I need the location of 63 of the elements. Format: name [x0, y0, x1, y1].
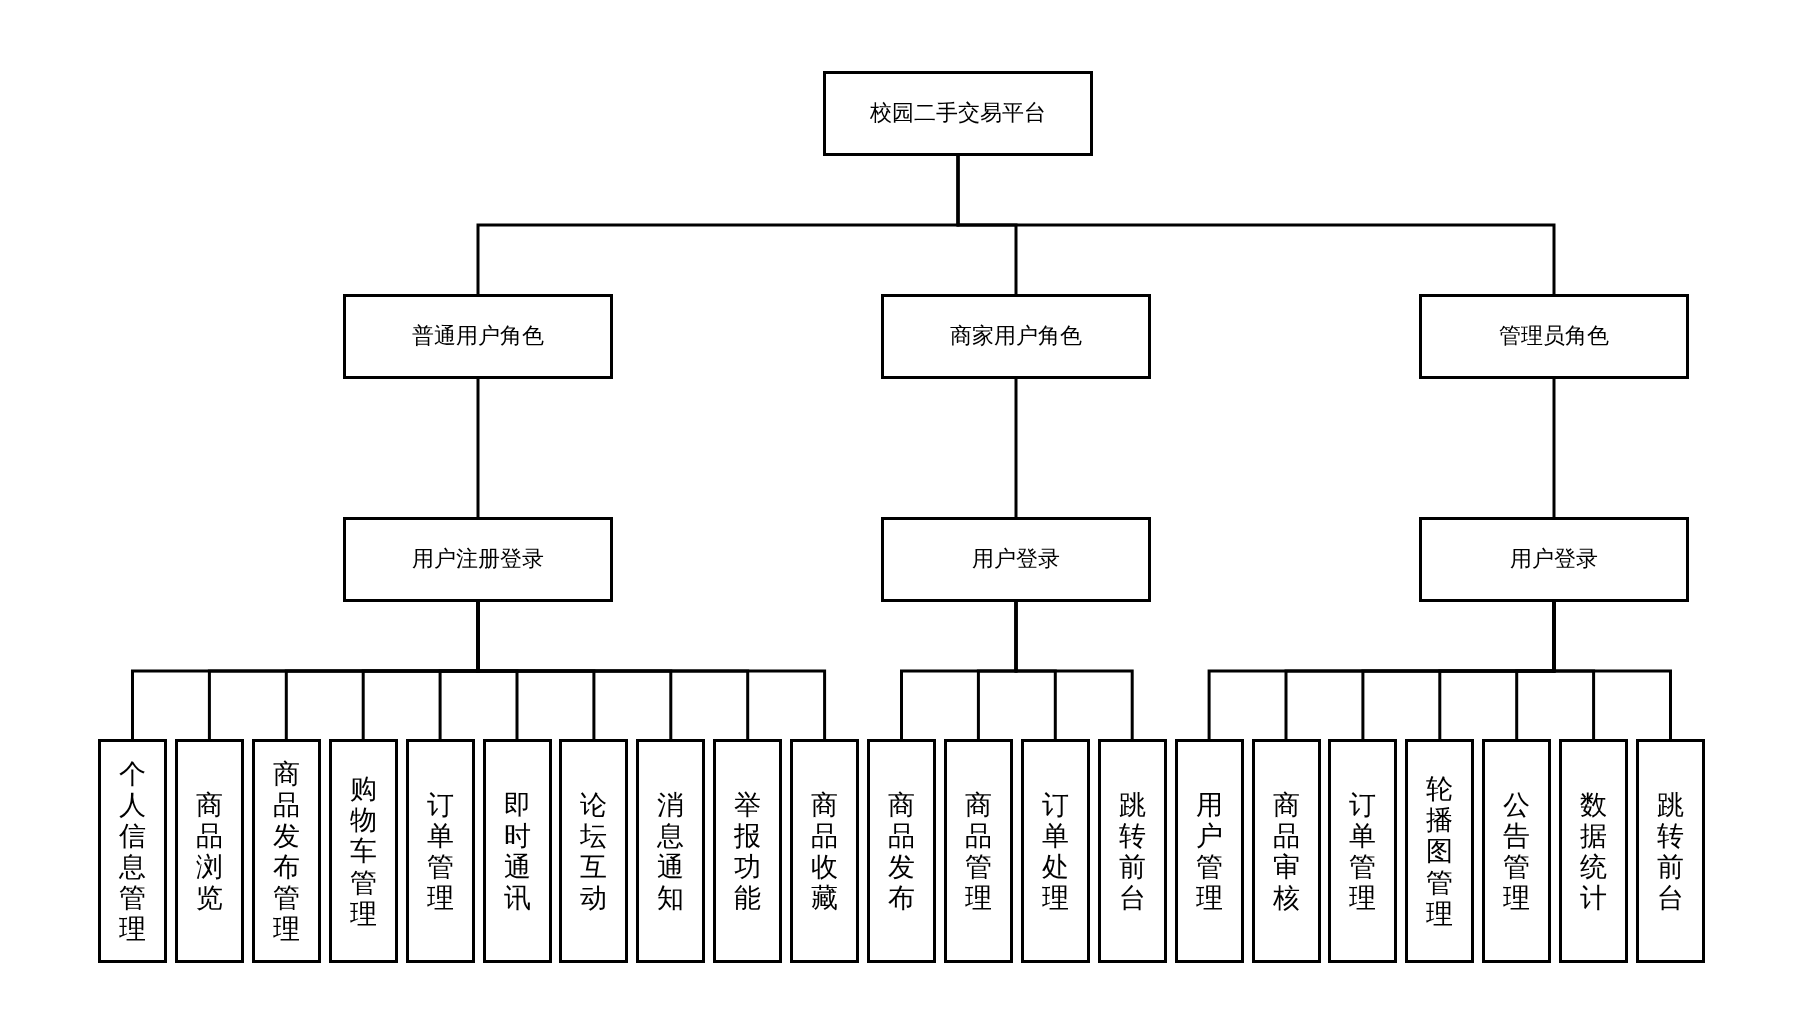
- process-box: [328, 739, 398, 963]
- node-label: 用户管理: [1195, 788, 1223, 914]
- connector-line: [1014, 602, 1134, 739]
- process-box: [1419, 517, 1689, 602]
- node-label: 订单处理: [1041, 788, 1069, 914]
- node-label: 用户登录: [972, 545, 1060, 574]
- process-box: [343, 517, 613, 602]
- node-label: 商品管理: [964, 788, 992, 914]
- connector-line: [476, 379, 480, 517]
- process-box: [1636, 739, 1705, 963]
- node-label: 校园二手交易平台: [870, 99, 1046, 128]
- process-box: [1482, 739, 1552, 963]
- process-box: [790, 739, 860, 963]
- node-label: 论坛互动: [580, 788, 608, 914]
- node-label: 公告管理: [1503, 788, 1531, 914]
- node-label: 商品审核: [1272, 788, 1300, 914]
- process-box: [559, 739, 629, 963]
- process-box: [343, 294, 613, 379]
- node-label: 订单管理: [426, 788, 454, 914]
- connector-line: [476, 602, 827, 739]
- node-label: 跳转前台: [1657, 788, 1684, 914]
- node-label: 管理员角色: [1499, 322, 1609, 351]
- process-box: [174, 739, 244, 963]
- node-label: 购物车管理: [349, 773, 377, 929]
- process-box: [823, 71, 1093, 156]
- process-box: [482, 739, 552, 963]
- node-label: 订单管理: [1349, 788, 1377, 914]
- node-label: 用户注册登录: [412, 545, 544, 574]
- node-label: 个人信息管理: [119, 757, 146, 945]
- node-label: 消息通知: [657, 788, 685, 914]
- node-label: 举报功能: [734, 788, 762, 914]
- node-label: 用户登录: [1510, 545, 1598, 574]
- process-box: [1020, 739, 1090, 963]
- node-label: 跳转前台: [1118, 788, 1146, 914]
- connector-line: [1552, 379, 1556, 517]
- process-box: [1251, 739, 1321, 963]
- connector-line: [1014, 379, 1018, 517]
- process-box: [713, 739, 783, 963]
- process-box: [881, 517, 1151, 602]
- process-box: [1174, 739, 1244, 963]
- process-box: [98, 739, 167, 963]
- process-box: [1328, 739, 1398, 963]
- process-box: [1559, 739, 1629, 963]
- process-box: [636, 739, 706, 963]
- node-label: 普通用户角色: [412, 322, 544, 351]
- node-label: 数据统计: [1580, 788, 1608, 914]
- node-label: 商家用户角色: [950, 322, 1082, 351]
- process-box: [881, 294, 1151, 379]
- process-box: [1405, 739, 1475, 963]
- process-box: [943, 739, 1013, 963]
- node-label: 商品收藏: [811, 788, 839, 914]
- process-box: [1419, 294, 1689, 379]
- node-label: 即时通讯: [503, 788, 531, 914]
- process-box: [867, 739, 936, 963]
- process-box: [405, 739, 475, 963]
- node-label: 商品发布: [888, 788, 915, 914]
- process-box: [1097, 739, 1167, 963]
- node-label: 轮播图管理: [1426, 773, 1454, 929]
- node-label: 商品浏览: [195, 788, 223, 914]
- node-label: 商品发布管理: [272, 757, 300, 945]
- connector-line: [1552, 602, 1672, 739]
- connector-line: [956, 156, 1556, 294]
- process-box: [251, 739, 321, 963]
